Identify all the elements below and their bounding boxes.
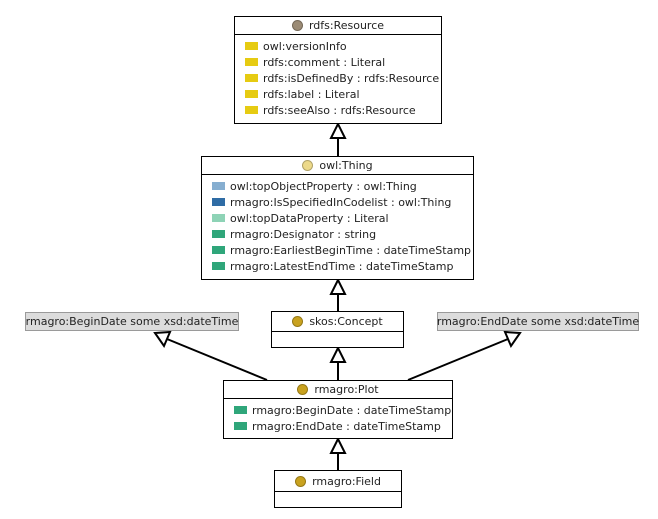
data-property-icon xyxy=(212,246,225,254)
class-header: owl:Thing xyxy=(202,157,473,175)
class-icon xyxy=(291,20,303,31)
data-property-icon xyxy=(212,214,225,222)
class-title: owl:Thing xyxy=(319,159,373,172)
class-owl-thing[interactable]: owl:Thing owl:topObjectProperty : owl:Th… xyxy=(201,156,474,280)
object-property-row[interactable]: rmagro:IsSpecifiedInCodelist : owl:Thing xyxy=(202,194,473,210)
annotation-property-icon xyxy=(245,42,258,50)
arrowhead-end-restriction xyxy=(503,330,522,349)
arrowhead-plot xyxy=(329,436,347,454)
data-property-row[interactable]: rmagro:EarliestBeginTime : dateTimeStamp xyxy=(202,242,473,258)
property-label: rmagro:IsSpecifiedInCodelist : owl:Thing xyxy=(230,195,452,209)
annotation-property-row[interactable]: rdfs:seeAlso : rdfs:Resource xyxy=(235,102,441,118)
class-title: rmagro:Field xyxy=(312,474,381,488)
object-property-icon xyxy=(212,198,225,206)
restriction-begin-date[interactable]: rmagro:BeginDate some xsd:dateTime xyxy=(25,312,239,331)
property-label: rdfs:isDefinedBy : rdfs:Resource xyxy=(263,71,440,85)
data-property-row[interactable]: rmagro:LatestEndTime : dateTimeStamp xyxy=(202,258,473,274)
object-property-row[interactable]: owl:topObjectProperty : owl:Thing xyxy=(202,178,473,194)
class-header: skos:Concept xyxy=(272,312,403,332)
annotation-property-icon xyxy=(245,90,258,98)
class-rmagro-field[interactable]: rmagro:Field xyxy=(274,470,402,508)
object-property-icon xyxy=(212,182,225,190)
class-icon xyxy=(297,384,309,395)
arrowhead-begin-restriction xyxy=(153,330,172,349)
property-label: rmagro:LatestEndTime : dateTimeStamp xyxy=(230,259,454,273)
class-rmagro-plot[interactable]: rmagro:Plot rmagro:BeginDate : dateTimeS… xyxy=(223,380,453,439)
annotation-property-icon xyxy=(245,58,258,66)
property-label: owl:topObjectProperty : owl:Thing xyxy=(230,179,417,193)
class-header: rmagro:Field xyxy=(275,471,401,492)
property-label: rmagro:EarliestBeginTime : dateTimeStamp xyxy=(230,243,472,257)
class-skos-concept[interactable]: skos:Concept xyxy=(271,311,404,348)
property-label: owl:versionInfo xyxy=(263,39,347,53)
annotation-property-row[interactable]: rdfs:comment : Literal xyxy=(235,54,441,70)
data-property-row[interactable]: rmagro:EndDate : dateTimeStamp xyxy=(224,418,452,434)
class-title: skos:Concept xyxy=(309,315,383,328)
property-label: owl:topDataProperty : Literal xyxy=(230,211,389,225)
class-header: rmagro:Plot xyxy=(224,381,452,399)
class-icon xyxy=(302,160,314,171)
annotation-property-icon xyxy=(245,106,258,114)
data-property-row[interactable]: rmagro:Designator : string xyxy=(202,226,473,242)
arrowhead-concept xyxy=(329,345,347,363)
data-property-icon xyxy=(234,422,247,430)
annotation-property-row[interactable]: owl:versionInfo xyxy=(235,38,441,54)
arrowhead-resource xyxy=(329,121,347,139)
property-label: rmagro:Designator : string xyxy=(230,227,377,241)
annotation-property-icon xyxy=(245,74,258,82)
property-label: rdfs:label : Literal xyxy=(263,87,360,101)
restriction-end-date[interactable]: rmagro:EndDate some xsd:dateTime xyxy=(437,312,639,331)
data-property-icon xyxy=(212,262,225,270)
property-label: rdfs:comment : Literal xyxy=(263,55,386,69)
restriction-label: rmagro:EndDate some xsd:dateTime xyxy=(436,315,640,328)
class-title: rdfs:Resource xyxy=(308,19,385,32)
annotation-property-row[interactable]: rdfs:isDefinedBy : rdfs:Resource xyxy=(235,70,441,86)
class-rdfs-resource[interactable]: rdfs:Resource owl:versionInfo rdfs:comme… xyxy=(234,16,442,124)
restriction-label: rmagro:BeginDate some xsd:dateTime xyxy=(25,315,239,328)
class-header: rdfs:Resource xyxy=(235,17,441,35)
data-property-row[interactable]: rmagro:BeginDate : dateTimeStamp xyxy=(224,402,452,418)
data-property-row[interactable]: owl:topDataProperty : Literal xyxy=(202,210,473,226)
data-property-icon xyxy=(212,230,225,238)
property-label: rdfs:seeAlso : rdfs:Resource xyxy=(263,103,416,117)
annotation-property-row[interactable]: rdfs:label : Literal xyxy=(235,86,441,102)
class-title: rmagro:Plot xyxy=(314,383,379,396)
property-label: rmagro:EndDate : dateTimeStamp xyxy=(252,419,441,433)
class-icon xyxy=(292,316,304,327)
edge-plot-end-restriction xyxy=(407,338,509,381)
class-icon xyxy=(295,475,307,487)
property-label: rmagro:BeginDate : dateTimeStamp xyxy=(252,403,452,417)
arrowhead-thing xyxy=(329,277,347,295)
edge-plot-begin-restriction xyxy=(166,338,268,381)
data-property-icon xyxy=(234,406,247,414)
